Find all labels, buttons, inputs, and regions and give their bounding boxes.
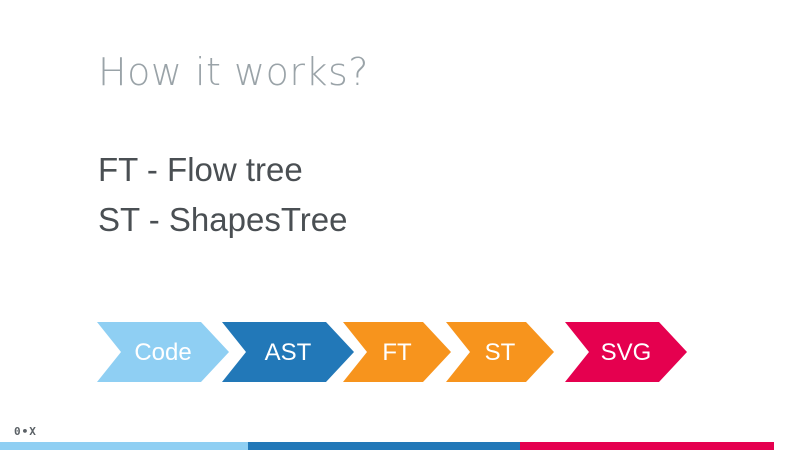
footer-segment-blank — [774, 442, 800, 450]
definition-item: ST - ShapesTree — [98, 201, 348, 238]
pipeline-step-label: SVG — [601, 339, 652, 366]
pipeline-chevron — [97, 322, 229, 382]
footer-segment-blue — [248, 442, 520, 450]
pipeline-step-svg: SVG — [565, 322, 687, 382]
pipeline-chevron — [343, 322, 451, 382]
footer-segment-light-blue — [0, 442, 248, 450]
pipeline-step-label: AST — [265, 339, 312, 366]
pipeline-step-label: FT — [382, 339, 412, 366]
pipeline-chevron — [565, 322, 687, 382]
pipeline-chevron — [222, 322, 354, 382]
logo: 0•X — [14, 425, 37, 438]
footer-bar — [0, 442, 800, 450]
pipeline-step-ast: AST — [222, 322, 354, 382]
footer-segment-red — [520, 442, 774, 450]
definition-list: FT - Flow tree ST - ShapesTree — [98, 145, 347, 245]
definition-item: FT - Flow tree — [98, 151, 303, 188]
pipeline-step-label: Code — [134, 339, 191, 366]
pipeline-step-st: ST — [446, 322, 554, 382]
pipeline-step-label: ST — [485, 339, 516, 366]
pipeline-step-code: Code — [97, 322, 229, 382]
pipeline-step-ft: FT — [343, 322, 451, 382]
pipeline-chevron — [446, 322, 554, 382]
slide-title: How it works? — [98, 50, 369, 94]
